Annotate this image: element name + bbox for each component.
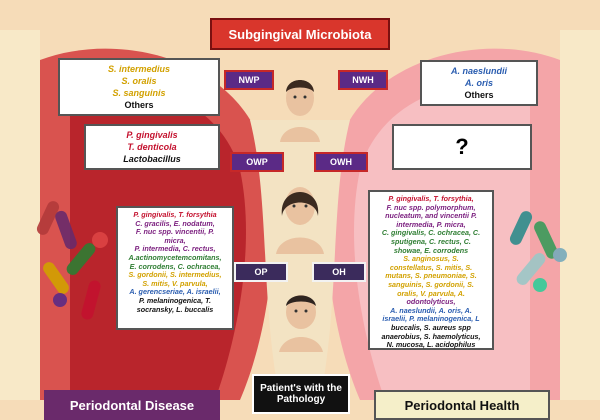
species-label: S. sanguinis xyxy=(60,87,218,99)
title-banner: Subgingival Microbiota xyxy=(210,18,390,50)
tag-oh: OH xyxy=(312,262,366,282)
page-title: Subgingival Microbiota xyxy=(228,27,371,42)
tag-op: OP xyxy=(234,262,288,282)
species-label: P. gingivalis xyxy=(86,129,218,141)
tag-nwh: NWH xyxy=(338,70,388,90)
patient-avatar-2 xyxy=(272,176,328,254)
tag-owp: OWP xyxy=(230,152,284,172)
species-label: A. naeslundii xyxy=(422,65,536,77)
top-left-box: S. intermedius S. oralis S. sanguinis Ot… xyxy=(58,58,220,116)
others-label: Others xyxy=(60,99,218,111)
species-label: S. intermedius xyxy=(60,63,218,75)
species-label: S. oralis xyxy=(60,75,218,87)
top-right-box: A. naeslundii A. oris Others xyxy=(420,60,538,106)
others-label: Others xyxy=(422,89,536,101)
health-species-list: P. gingivalis, T. forsythia,F. nuc spp. … xyxy=(368,190,494,350)
tag-owh: OWH xyxy=(314,152,368,172)
periodontal-disease-label: Periodontal Disease xyxy=(44,390,220,420)
unknown-box: ? xyxy=(392,124,532,170)
mid-left-box: P. gingivalis T. denticola Lactobacillus xyxy=(84,124,220,170)
question-mark: ? xyxy=(455,134,468,160)
tag-nwp: NWP xyxy=(224,70,274,90)
patient-avatar-1 xyxy=(275,70,325,142)
patient-avatar-3 xyxy=(276,286,326,352)
species-label: A. oris xyxy=(422,77,536,89)
species-line: N. mucosa, L. acidophilus xyxy=(374,341,488,350)
periodontal-health-label: Periodontal Health xyxy=(374,390,550,420)
species-line: socransky, L. buccalis xyxy=(122,306,228,315)
species-label: T. denticola xyxy=(86,141,218,153)
species-label: Lactobacillus xyxy=(86,153,218,165)
pathology-label: Patient's with the Pathology xyxy=(252,374,350,414)
